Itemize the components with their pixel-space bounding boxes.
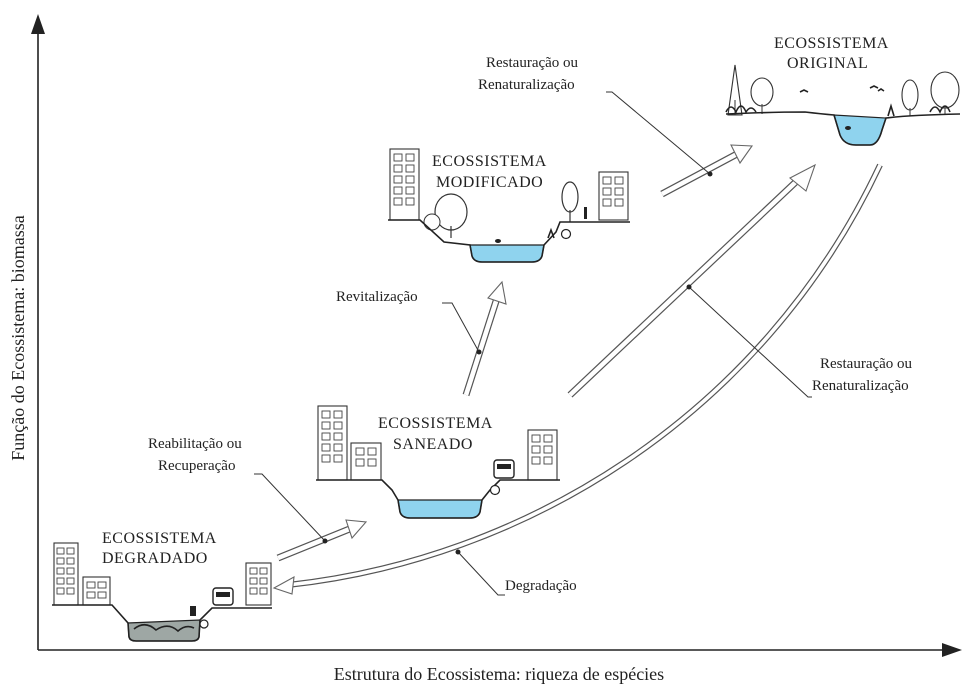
duck-icon bbox=[845, 126, 851, 130]
y-axis-arrowhead bbox=[31, 14, 45, 34]
original-channel bbox=[725, 111, 961, 146]
restoration-top-line2: Renaturalização bbox=[478, 77, 575, 93]
restoration-mid-line1: Restauração ou bbox=[820, 356, 913, 372]
original-title-2: ORIGINAL bbox=[787, 55, 868, 72]
pipe-icon bbox=[190, 606, 196, 616]
sanitized-title-2: SANEADO bbox=[393, 436, 473, 453]
person-icon bbox=[584, 207, 587, 219]
label-revitalization: Revitalização bbox=[336, 289, 482, 355]
degraded-title-2: DEGRADADO bbox=[102, 550, 208, 567]
revitalization-arrow bbox=[462, 280, 507, 397]
tree-icon bbox=[750, 77, 774, 107]
degradation-arrowhead-left bbox=[272, 576, 295, 595]
label-rehabilitation: Reabilitação ou Recuperação bbox=[148, 436, 328, 544]
sanitized-ecosystem: ECOSSISTEMA SANEADO bbox=[316, 405, 560, 519]
x-axis-label: Estrutura do Ecossistema: riqueza de esp… bbox=[334, 664, 664, 684]
tree-icon bbox=[561, 181, 579, 213]
degraded-channel bbox=[52, 604, 272, 642]
outlet-icon bbox=[489, 484, 501, 496]
modified-channel bbox=[388, 219, 630, 263]
rehabilitation-line2: Recuperação bbox=[158, 458, 235, 474]
restoration-long-arrow bbox=[567, 163, 816, 398]
outlet-icon bbox=[560, 228, 572, 240]
degradation-arrow bbox=[272, 163, 883, 595]
degraded-title-1: ECOSSISTEMA bbox=[102, 530, 217, 547]
polluted-water bbox=[127, 619, 201, 642]
restoration-long-arrowhead bbox=[789, 163, 816, 192]
restoration-short-arrowhead bbox=[730, 144, 754, 165]
restoration-short-arrow bbox=[660, 144, 754, 198]
degradation-label: Degradação bbox=[505, 578, 577, 594]
clean-water bbox=[397, 499, 483, 519]
modified-title-1: ECOSSISTEMA bbox=[432, 153, 547, 170]
grass-icon bbox=[929, 105, 951, 114]
outlet-icon bbox=[199, 619, 209, 629]
rehabilitation-line1: Reabilitação ou bbox=[148, 436, 242, 452]
sanitized-title-1: ECOSSISTEMA bbox=[378, 415, 493, 432]
grass-icon bbox=[725, 105, 757, 114]
axes: Função do Ecossistema: biomassa Estrutur… bbox=[8, 14, 962, 684]
label-restoration-top: Restauração ou Renaturalização bbox=[478, 55, 713, 177]
heron-icon bbox=[887, 103, 895, 117]
modified-title-2: MODIFICADO bbox=[436, 174, 543, 191]
revitalization-arrowhead bbox=[487, 280, 507, 305]
building-icon bbox=[82, 576, 111, 606]
modified-ecosystem: ECOSSISTEMA MODIFICADO bbox=[388, 148, 630, 263]
bird-icon bbox=[869, 85, 885, 92]
bird-icon bbox=[547, 227, 555, 239]
restoration-top-line1: Restauração ou bbox=[486, 55, 579, 71]
label-degradation: Degradação bbox=[455, 549, 577, 596]
x-axis-arrowhead bbox=[942, 643, 962, 657]
label-restoration-mid: Restauração ou Renaturalização bbox=[686, 284, 913, 398]
tree-icon bbox=[930, 71, 960, 109]
restoration-mid-line2: Renaturalização bbox=[812, 378, 909, 394]
sanitized-channel bbox=[316, 479, 560, 519]
rehabilitation-arrow bbox=[276, 519, 368, 562]
bush-icon bbox=[423, 213, 441, 231]
rehabilitation-arrowhead bbox=[345, 519, 368, 540]
y-axis-label: Função do Ecossistema: biomassa bbox=[8, 215, 28, 460]
revitalization-label: Revitalização bbox=[336, 289, 418, 305]
original-ecosystem: ECOSSISTEMA ORIGINAL bbox=[725, 35, 961, 146]
bird-icon bbox=[799, 89, 809, 93]
tree-icon bbox=[901, 79, 919, 111]
degraded-ecosystem: ECOSSISTEMA DEGRADADO bbox=[52, 530, 272, 642]
original-title-1: ECOSSISTEMA bbox=[774, 35, 889, 52]
building-icon bbox=[350, 442, 382, 481]
waste-icon bbox=[133, 623, 195, 633]
duck-icon bbox=[495, 239, 501, 243]
clean-water bbox=[469, 244, 545, 263]
